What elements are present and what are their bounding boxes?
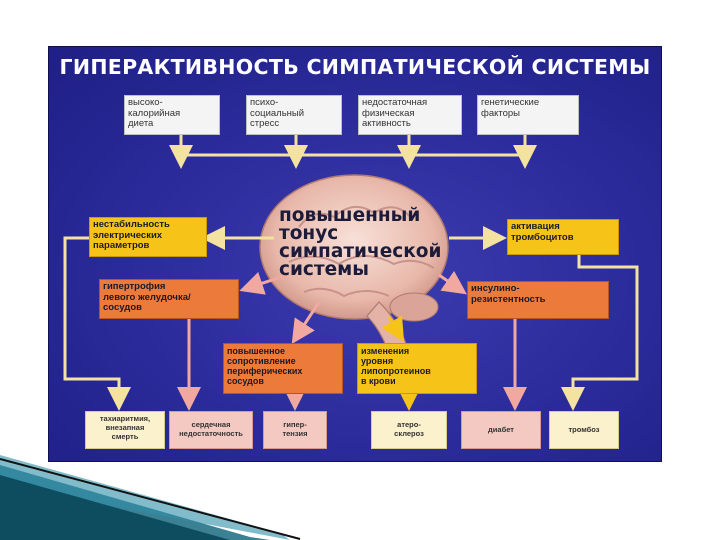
effect-insulin-resistance: инсулино- резистентность (467, 281, 609, 319)
effect-label: инсулино- резистентность (471, 283, 546, 305)
effect-lv-hypertrophy: гипертрофия левого желудочка/ сосудов (99, 279, 239, 319)
outcome-box: сердечная недостаточность (169, 411, 253, 449)
effect-label: изменения уровня липопротеинов в крови (361, 346, 431, 386)
outcome-label: атеро- склероз (394, 420, 424, 438)
outcome-box: гипер- тензия (263, 411, 327, 449)
connector-lines (63, 135, 639, 411)
outcome-box: атеро- склероз (371, 411, 447, 449)
outcome-box: диабет (461, 411, 541, 449)
cause-label: высоко- калорийная диета (128, 97, 181, 129)
effect-electrical-instability: нестабильность электрических параметров (89, 217, 207, 257)
outcome-label: диабет (488, 425, 514, 434)
cause-box: генетические факторы (477, 95, 579, 135)
outcome-box: тахиаритмия, внезапная смерть (85, 411, 165, 449)
effect-lipoprotein-change: изменения уровня липопротеинов в крови (357, 343, 477, 394)
effect-label: активация тромбоцитов (511, 221, 574, 243)
effect-label: нестабильность электрических параметров (93, 219, 170, 251)
diagram-title: ГИПЕРАКТИВНОСТЬ СИМПАТИЧЕСКОЙ СИСТЕМЫ (59, 55, 651, 79)
outcome-label: сердечная недостаточность (179, 420, 243, 438)
cause-label: психо- социальный стресс (250, 97, 305, 129)
cause-box: высоко- калорийная диета (124, 95, 220, 135)
cause-box: психо- социальный стресс (246, 95, 342, 135)
cause-label: недостаточная физическая активность (362, 97, 428, 129)
effect-label: повышенное сопротивление периферических … (227, 346, 303, 386)
outcome-label: тромбоз (568, 425, 600, 434)
cause-label: генетические факторы (481, 97, 540, 119)
slide-decoration (0, 455, 301, 540)
effect-peripheral-resistance: повышенное сопротивление периферических … (223, 343, 343, 394)
center-label: повышенный тонус симпатической системы (279, 205, 442, 280)
effect-label: гипертрофия левого желудочка/ сосудов (103, 281, 191, 313)
effect-platelet-activation: активация тромбоцитов (507, 219, 619, 255)
outcome-label: тахиаритмия, внезапная смерть (99, 414, 151, 441)
outcome-box: тромбоз (549, 411, 619, 449)
cause-box: недостаточная физическая активность (358, 95, 462, 135)
diagram-panel: ГИПЕРАКТИВНОСТЬ СИМПАТИЧЕСКОЙ СИСТЕМЫ (48, 46, 662, 462)
outcome-label: гипер- тензия (282, 420, 308, 438)
